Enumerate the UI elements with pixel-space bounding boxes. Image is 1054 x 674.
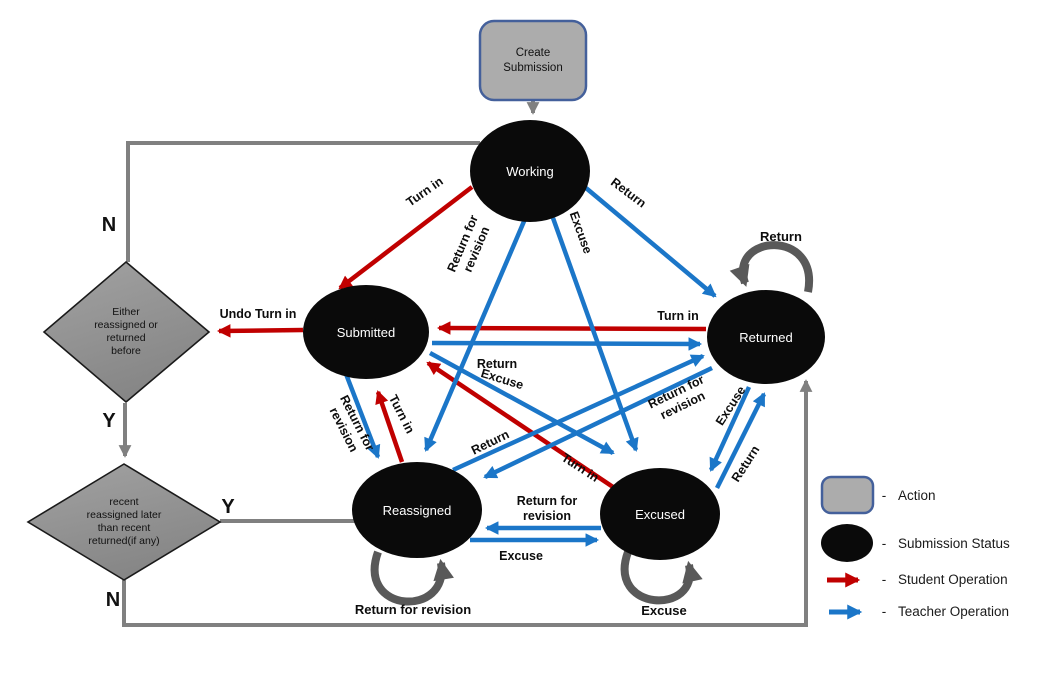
label-undo-turn-in: Undo Turn in xyxy=(220,307,297,321)
self-loops xyxy=(370,241,814,606)
svg-text:Excuse: Excuse xyxy=(567,210,595,256)
legend-teacher-label: Teacher Operation xyxy=(898,604,1009,619)
svg-text:reassigned or: reassigned or xyxy=(94,319,158,331)
svg-text:-: - xyxy=(882,604,887,619)
svg-text:revision: revision xyxy=(523,509,571,523)
label-reassigned-self: Return for revision xyxy=(355,602,471,617)
label-working-reassigned: Return for revision xyxy=(444,213,492,274)
loop-excused xyxy=(620,550,703,605)
svg-text:than recent: than recent xyxy=(98,522,151,534)
decision-recent-reassigned xyxy=(26,463,222,581)
edge-returned-submitted xyxy=(436,321,707,335)
state-excused xyxy=(600,468,720,560)
state-working xyxy=(470,120,590,222)
svg-text:returned(if any): returned(if any) xyxy=(88,535,159,547)
edge-excused-submitted xyxy=(426,361,615,489)
svg-text:-: - xyxy=(882,488,887,503)
edge-excused-returned xyxy=(714,392,767,490)
edge-working-excused xyxy=(550,217,639,452)
student-operations xyxy=(216,185,707,489)
reassigned-label: Reassigned xyxy=(383,503,452,518)
state-submitted xyxy=(303,285,429,379)
branch-d2-yes: Y xyxy=(221,496,235,518)
legend-action-shape xyxy=(820,475,875,515)
label-returned-excused: Excuse xyxy=(713,384,749,428)
label-working-excused: Excuse xyxy=(567,210,595,256)
state-reassigned xyxy=(352,462,482,558)
branch-d2-no: N xyxy=(106,589,120,611)
label-returned-self: Return xyxy=(760,229,802,244)
edge-working-returned xyxy=(584,186,717,298)
svg-text:Excuse: Excuse xyxy=(713,384,749,428)
label-submitted-reassigned: Return for revision xyxy=(327,393,377,454)
edge-submitted-decision xyxy=(216,324,304,338)
edge-reassigned-submitted xyxy=(375,390,405,463)
excused-label: Excused xyxy=(635,507,685,522)
edge-returned-excused xyxy=(708,386,752,472)
loop-reassigned xyxy=(370,550,454,606)
label-submitted-returned: Return xyxy=(477,357,517,371)
working-label: Working xyxy=(506,164,553,179)
flow-d2-to-returned xyxy=(122,379,813,627)
label-working-submitted: Turn in xyxy=(404,174,446,209)
label-excused-submitted: Turn in xyxy=(559,450,601,484)
create-label-line2: Submission xyxy=(503,62,562,74)
edge-working-reassigned xyxy=(423,218,528,452)
legend-status-shape xyxy=(821,524,873,562)
label-reassigned-excused: Excuse xyxy=(499,549,543,563)
legend-status-label: Submission Status xyxy=(898,536,1010,551)
label-working-returned: Return xyxy=(608,175,649,210)
svg-text:reassigned later: reassigned later xyxy=(87,509,162,521)
svg-text:Either: Either xyxy=(112,306,140,318)
svg-text:recent: recent xyxy=(109,496,138,508)
label-excused-reassigned: Return for revision xyxy=(517,494,578,523)
svg-text:-: - xyxy=(882,572,887,587)
returned-label: Returned xyxy=(739,330,792,345)
svg-text:Turn in: Turn in xyxy=(404,174,446,209)
edge-submitted-excused xyxy=(428,351,615,455)
svg-text:before: before xyxy=(111,345,141,357)
svg-text:Return: Return xyxy=(608,175,649,210)
flow-lines xyxy=(118,100,813,627)
teacher-operations xyxy=(343,186,767,547)
decision1-label: Either reassigned or returned before xyxy=(94,306,158,357)
legend-action-label: Action xyxy=(898,488,936,503)
decision2-label: recent reassigned later than recent retu… xyxy=(87,496,162,547)
edge-working-submitted xyxy=(338,185,474,290)
state-returned xyxy=(707,290,825,384)
flow-d1-to-working xyxy=(126,141,480,262)
label-returned-submitted: Turn in xyxy=(657,309,698,323)
decision-reassigned-or-returned xyxy=(42,260,211,404)
svg-text:-: - xyxy=(882,536,887,551)
edge-submitted-returned xyxy=(431,337,703,351)
branch-d1-yes: Y xyxy=(102,410,116,432)
edge-submitted-reassigned xyxy=(343,373,381,459)
legend-student-label: Student Operation xyxy=(898,572,1008,587)
svg-text:Turn in: Turn in xyxy=(559,450,601,484)
svg-text:Return for: Return for xyxy=(517,494,578,508)
branch-d1-no: N xyxy=(102,214,116,236)
label-returned-reassigned: Return for revision xyxy=(646,372,707,422)
action-create-submission xyxy=(478,19,588,102)
create-label-line1: Create xyxy=(516,47,551,59)
submitted-label: Submitted xyxy=(337,325,396,340)
legend: - - - - Action Submission Status Student… xyxy=(820,475,1010,620)
svg-text:returned: returned xyxy=(106,332,145,344)
label-excused-self: Excuse xyxy=(641,603,687,618)
edge-returned-reassigned xyxy=(483,365,713,480)
loop-returned xyxy=(729,241,814,293)
edge-reassigned-returned xyxy=(452,353,705,473)
